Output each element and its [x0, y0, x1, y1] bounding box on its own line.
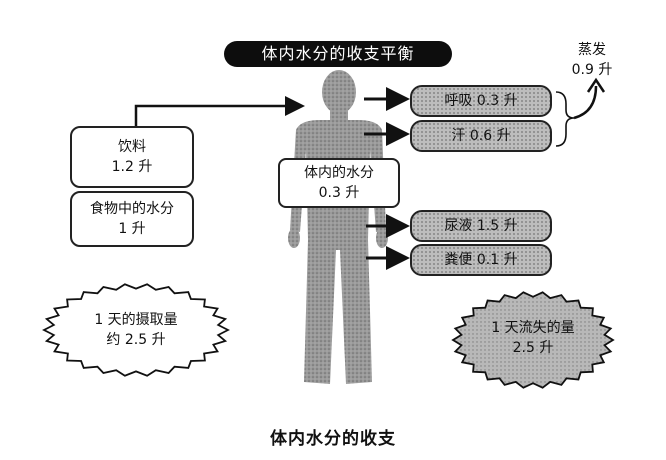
intake-arrow [134, 96, 305, 126]
body-water-amount: 0.3 升 [318, 185, 360, 201]
evaporation-arrow [573, 85, 598, 120]
body-water-label: 体内的水分 [304, 165, 374, 181]
output-total-line1: 1 天流失的量 [491, 320, 575, 336]
intake-total-text: 1 天的摄取量 约 2.5 升 [74, 310, 198, 350]
urine-output: 尿液 1.5 升 [410, 210, 552, 242]
evaporation-label: 蒸发 0.9 升 [570, 40, 614, 80]
evaporation-brace [555, 91, 575, 147]
evaporation-title: 蒸发 [578, 42, 606, 58]
stool-output: 粪便 0.1 升 [410, 244, 552, 276]
output-total-text: 1 天流失的量 2.5 升 [468, 318, 598, 358]
evaporation-amount: 0.9 升 [571, 62, 613, 78]
output-total-line2: 2.5 升 [512, 340, 554, 356]
drink-box: 饮料 1.2 升 [70, 126, 194, 188]
evaporation-arrowhead [586, 77, 606, 93]
figure-caption: 体内水分的收支 [270, 429, 396, 449]
intake-total-line2: 约 2.5 升 [106, 332, 166, 348]
drink-label: 饮料 [118, 139, 146, 155]
body-water-box: 体内的水分 0.3 升 [278, 158, 400, 208]
diagram-title: 体内水分的收支平衡 [224, 41, 452, 67]
output-total-burst [451, 291, 615, 389]
intake-total-burst [42, 283, 230, 377]
food-water-amount: 1 升 [118, 221, 146, 237]
drink-amount: 1.2 升 [111, 159, 153, 175]
food-water-label: 食物中的水分 [90, 201, 174, 217]
sweat-output: 汗 0.6 升 [410, 120, 552, 152]
intake-total-line1: 1 天的摄取量 [94, 312, 178, 328]
breath-output: 呼吸 0.3 升 [410, 85, 552, 117]
food-water-box: 食物中的水分 1 升 [70, 191, 194, 247]
